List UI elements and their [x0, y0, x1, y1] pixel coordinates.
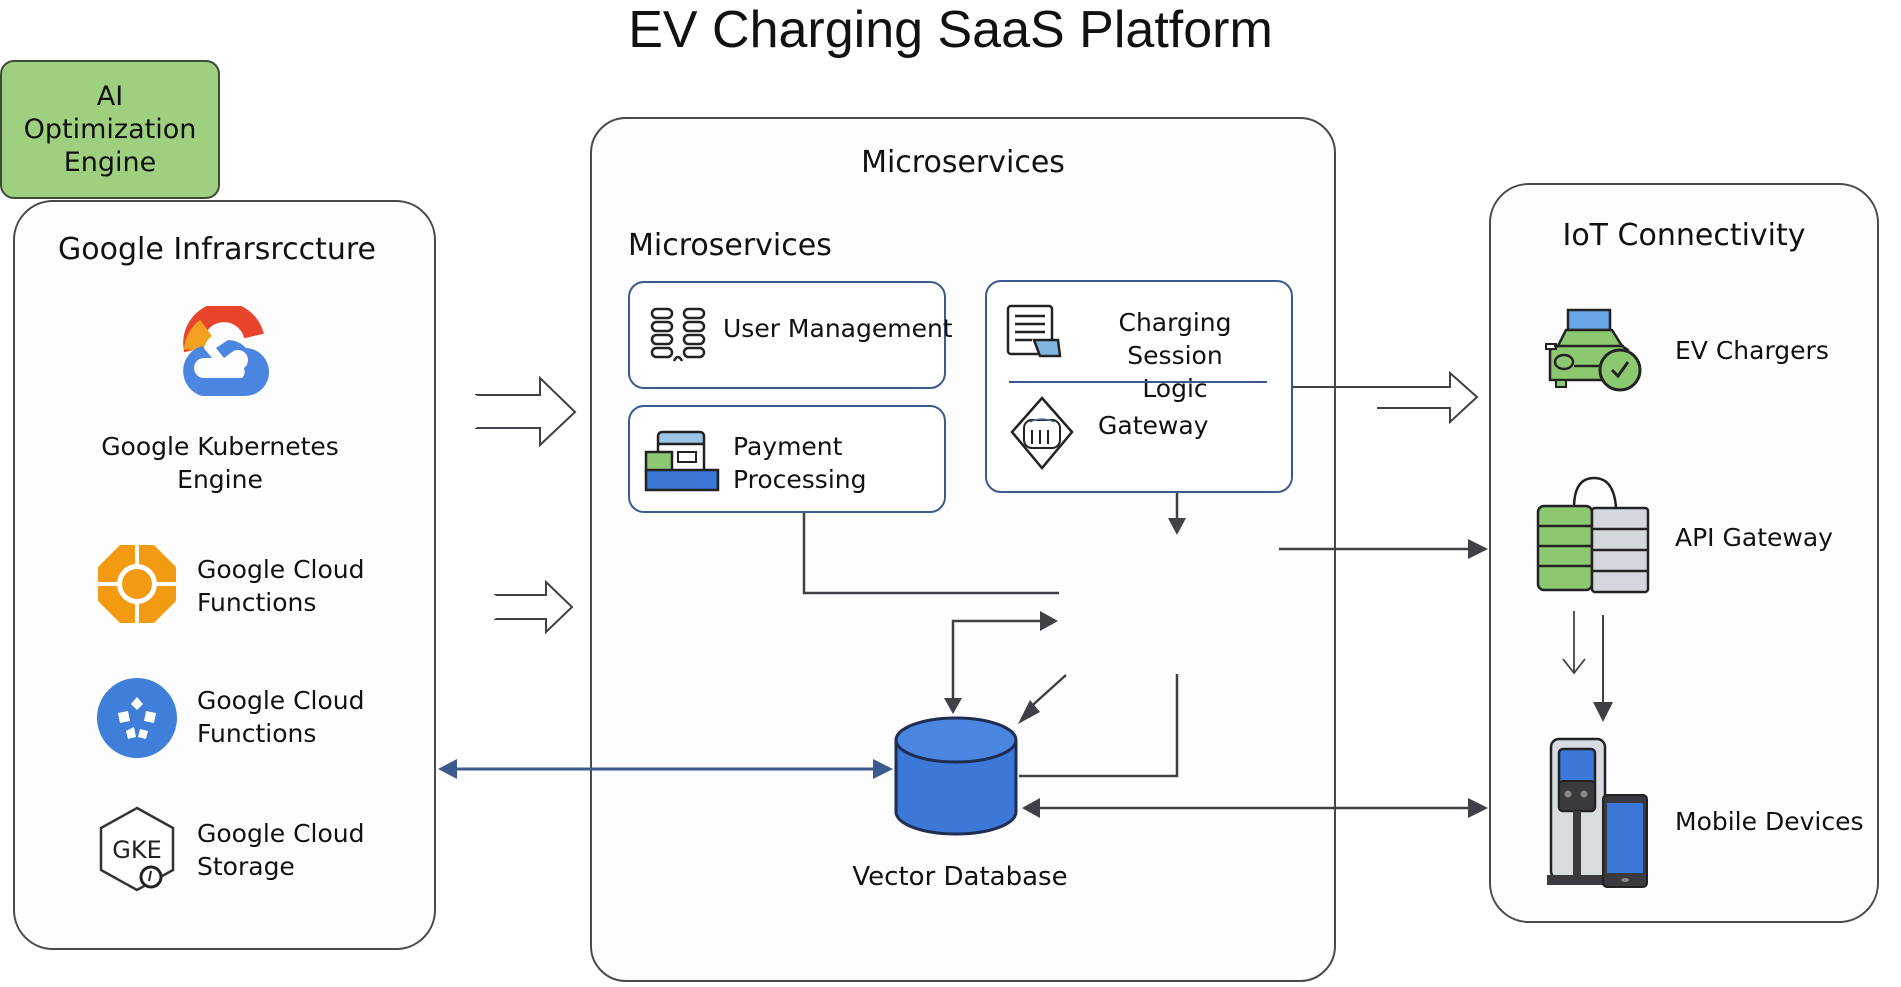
arrowhead-to-infra [438, 759, 457, 779]
arrowhead-ai-to-db-diagonal [1018, 700, 1040, 724]
arrowhead-loop-to-ai [1040, 611, 1058, 631]
cloud-functions-label-2: Google Cloud Functions [197, 686, 365, 748]
user-grid-icon [650, 307, 706, 362]
ai-optimization-engine-label: AI Optimization Engine [23, 81, 197, 178]
ai-optimization-engine[interactable]: AI Optimization Engine [0, 60, 220, 199]
arrowhead-open-api-to-mobile [1562, 658, 1586, 675]
payment-processing-service[interactable] [628, 405, 946, 513]
gateway-label: Gateway [1098, 411, 1209, 440]
hollow-arrow-services-to-iot [1293, 370, 1479, 425]
gke-label: Google Kubernetes Engine [101, 432, 339, 494]
charger-and-phone-icon [1547, 737, 1648, 888]
hollow-arrow-infra-to-services-1 [475, 375, 577, 448]
gke-icon-text: GKE [112, 836, 162, 864]
user-management-label: User Management [723, 314, 953, 343]
diagram-title: EV Charging SaaS Platform [628, 1, 1273, 59]
arrowhead-to-mobile [1468, 798, 1488, 818]
orange-octagon-target-icon [96, 543, 178, 625]
blue-circle-shapes-icon [97, 678, 177, 758]
connector-db-ai-loop [951, 619, 1042, 700]
ev-chargers-label: EV Chargers [1675, 336, 1829, 365]
vector-database-label: Vector Database [852, 862, 1068, 892]
google-cloud-icon [183, 306, 270, 397]
hollow-arrow-infra-to-services-2 [494, 579, 574, 635]
microservices-subtitle: Microservices [628, 228, 832, 263]
database-cylinder-icon[interactable] [893, 716, 1019, 838]
charging-session-label: Charging Session Logic [1118, 308, 1232, 403]
payment-stack-icon [644, 430, 720, 492]
payment-processing-label: Payment Processing [733, 432, 867, 494]
arrowhead-gateway-to-ai [1168, 518, 1186, 535]
ev-car-check-icon [1545, 308, 1642, 392]
server-bag-icon [1536, 476, 1650, 594]
microservices-panel [590, 117, 1336, 982]
connector-ai-to-db-side [1019, 674, 1179, 778]
google-infrastructure-panel [13, 200, 436, 950]
google-infrastructure-title: Google Infrarsrccture [58, 232, 377, 267]
arrowhead-to-vector-db [873, 759, 893, 779]
cloud-functions-label-1: Google Cloud Functions [197, 555, 365, 617]
connector-payment-to-ai [802, 513, 1059, 595]
user-management-service[interactable] [628, 281, 946, 389]
arrowhead-to-db [1022, 798, 1040, 818]
arrowhead-solid-api-to-mobile [1593, 702, 1613, 722]
arrowhead-ai-to-api-gateway [1468, 539, 1488, 559]
document-icon [1006, 304, 1062, 358]
microservices-panel-title: Microservices [861, 145, 1065, 180]
mobile-devices-label: Mobile Devices [1675, 807, 1864, 836]
service-divider [1009, 381, 1267, 383]
api-gateway-label: API Gateway [1675, 523, 1833, 552]
cloud-storage-label: Google Cloud Storage [197, 819, 365, 881]
arrowhead-loop-to-db [944, 698, 962, 714]
hexagon-gateway-icon [1010, 396, 1074, 470]
gke-hexagon-icon: GKE [99, 806, 175, 892]
iot-connectivity-title: IoT Connectivity [1562, 218, 1806, 253]
